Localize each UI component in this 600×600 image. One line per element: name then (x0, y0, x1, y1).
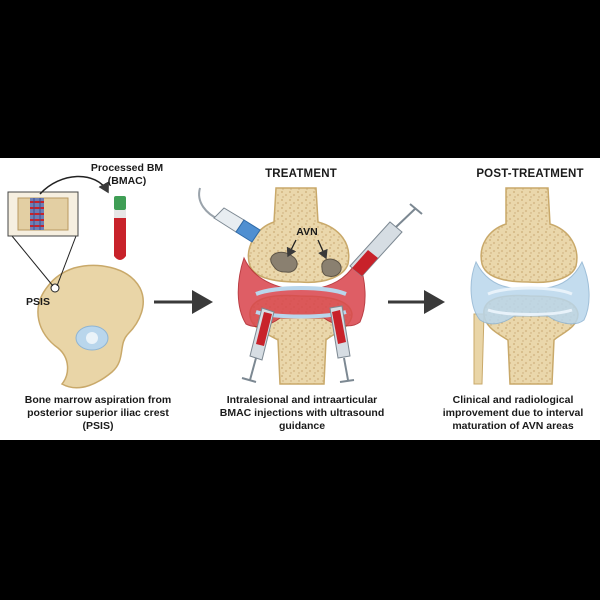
syringe-upper-right-icon (349, 203, 423, 277)
bone-section-callout (7, 191, 79, 287)
processed-bm-label: Processed BM (BMAC) (90, 162, 164, 187)
ultrasound-probe-icon (198, 187, 261, 243)
syringe-lower-left-icon (241, 307, 275, 383)
psis-label: PSIS (26, 296, 50, 308)
post-treatment-caption: Clinical and radiological improvement du… (442, 394, 584, 432)
figure-panel: Processed BM (BMAC) PSIS TREATMENT AVN P… (0, 158, 600, 440)
post-treatment-knee-illustration (470, 187, 590, 385)
syringe-lower-right-icon (329, 305, 355, 383)
treatment-caption: Intralesional and intraarticular BMAC in… (219, 394, 385, 432)
pelvis-illustration (37, 264, 144, 389)
avn-label: AVN (296, 226, 318, 238)
figure-illustration (7, 175, 590, 389)
post-treatment-heading: POST-TREATMENT (476, 168, 584, 180)
treatment-heading: TREATMENT (265, 168, 337, 180)
bmac-tube-icon (114, 196, 126, 260)
curved-arrow-icon (39, 175, 109, 195)
aspiration-caption: Bone marrow aspiration from posterior su… (24, 394, 172, 432)
